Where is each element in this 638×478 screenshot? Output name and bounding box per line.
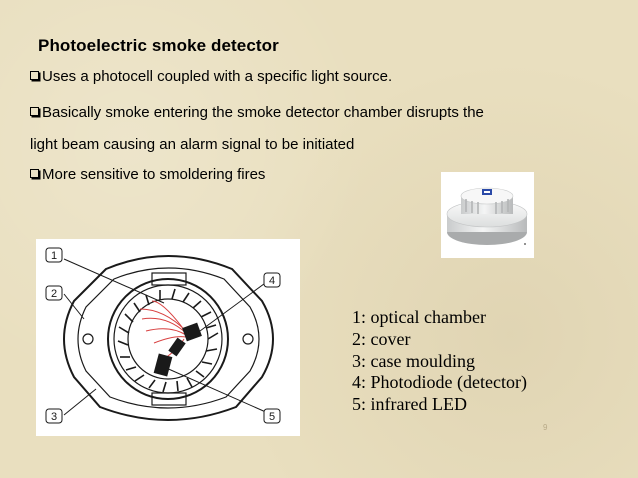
- bullet-square-icon: [30, 107, 39, 116]
- bullet-item: More sensitive to smoldering fires: [30, 165, 265, 185]
- bullet-item: Basically smoke entering the smoke detec…: [30, 103, 484, 123]
- legend-item: 3: case moulding: [352, 350, 475, 371]
- page-number: 9: [543, 423, 548, 432]
- bullet-text: More sensitive to smoldering fires: [42, 166, 266, 183]
- legend-item: 1: optical chamber: [352, 307, 486, 327]
- legend-item: 5: infrared LED: [352, 394, 467, 415]
- bullet-continuation: light beam causing an alarm signal to be…: [30, 136, 355, 153]
- diagram-legend: 1: optical chamber 2: cover 3: case moul…: [352, 307, 527, 416]
- detector-cross-section-diagram: 1 2 3 4 5: [36, 239, 300, 436]
- bullet-square-icon: [30, 169, 39, 178]
- callout-5: 5: [269, 411, 275, 423]
- bullet-square-icon: [30, 71, 39, 80]
- callout-1: 1: [51, 250, 57, 262]
- slide-title: Photoelectric smoke detector: [38, 36, 279, 55]
- callout-3: 3: [51, 411, 57, 423]
- bullet-text: Basically smoke entering the smoke detec…: [42, 104, 484, 121]
- bullet-item: Uses a photocell coupled with a specific…: [30, 67, 392, 87]
- callout-2: 2: [51, 288, 57, 300]
- legend-item: 2: cover: [352, 328, 411, 349]
- smoke-detector-photo: [441, 172, 534, 258]
- legend-item: 4: Photodiode (detector): [352, 372, 527, 393]
- callout-4: 4: [269, 275, 275, 287]
- smoke-detector-icon: [446, 187, 528, 245]
- bullet-text: Uses a photocell coupled with a specific…: [42, 68, 393, 85]
